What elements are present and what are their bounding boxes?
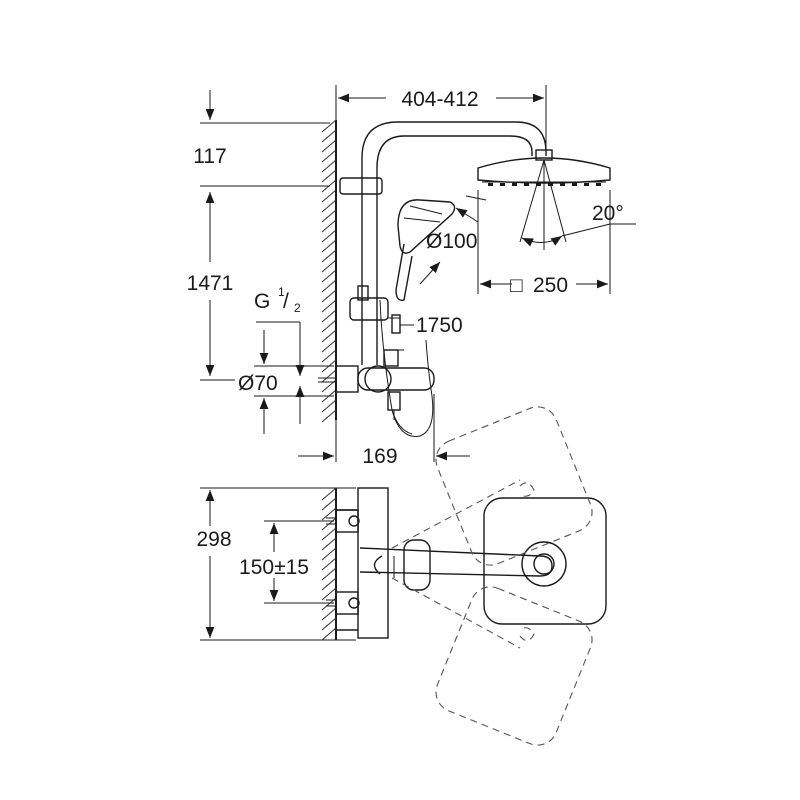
nozzle [488,183,493,186]
wall-hatch-line [321,369,337,383]
dim-top-width: 404-412 [335,85,547,150]
wall-hatch-line [321,269,337,283]
inlet-label: Ø70 [238,372,278,395]
wall-hatch-line [321,169,337,183]
dim-top-offset-label: 117 [193,145,226,168]
wall-hatch-line [321,149,337,163]
dim-hand-shower: Ø100 [419,195,487,285]
dim-inlet: Ø70 [238,330,334,434]
wall-hatch-line [321,607,337,621]
angle-label: 20° [592,202,624,225]
wall-hatch-line [321,279,337,293]
nozzle [584,183,589,186]
wall-hatch-line [321,259,337,273]
dim-top-offset: 117 [193,90,330,187]
wall-hatch-line [321,497,337,511]
thread-label: G [254,290,270,313]
wall-top [321,487,337,641]
dim-angle: 20° [521,202,636,247]
wall-hatch-line [321,229,337,243]
dim-head-size: □ 250 [477,190,611,297]
nozzle [596,183,601,186]
swing-positions [391,406,593,746]
hand-shower-label: Ø100 [426,230,477,253]
dim-height-label: 1471 [187,272,234,295]
nozzle [548,183,553,186]
dim-height: 1471 [187,192,235,381]
head-size-label: 250 [533,274,568,297]
depth-label: 298 [196,528,231,551]
wall-hatch-line [321,189,337,203]
svg-text:/: / [283,290,289,313]
head-shower [477,149,611,250]
wall-hatch-line [321,119,337,133]
wall-hatch-line [321,249,337,263]
nozzle [560,183,565,186]
dim-depth: 298 [196,487,356,641]
wall-front [321,119,337,423]
head-size-symbol: □ [510,274,523,297]
nozzle [524,183,529,186]
nozzle [512,183,517,186]
dim-center-distance: 150±15 [239,520,334,604]
wall-hatch-line [321,329,337,343]
wall-hatch-line [321,219,337,233]
wall-hatch-line [321,289,337,303]
wall-hatch-line [321,409,337,423]
wall-hatch-line [321,537,337,551]
wall-hatch-line [321,309,337,323]
wall-hatch-line [321,617,337,631]
head-shower-top [483,497,607,625]
wall-hatch-line [321,129,337,143]
hose-label: 1750 [416,314,463,337]
center-distance-label: 150±15 [239,556,309,579]
wall-hatch-line [321,139,337,153]
wall-hatch-line [321,557,337,571]
wall-hatch-line [321,567,337,581]
wall-hatch-line [321,349,337,363]
top-view: 298 150±15 [196,406,607,746]
nozzle [500,183,505,186]
wall-hatch-line [321,577,337,591]
dim-hose: 1750 [400,314,463,337]
wall-hatch-line [321,319,337,333]
wall-hatch-line [321,527,337,541]
thermostat-top [326,487,389,639]
thread-den: 2 [294,301,301,315]
wall-hatch-line [321,239,337,253]
wall-hatch-line [321,399,337,413]
thermostat-body [318,349,435,420]
wall-hatch-line [321,547,337,561]
dim-projection: 169 [298,394,470,468]
shower-arm-top [359,539,553,591]
front-view: 404-412 117 1471 G 1 / 2 [187,85,636,468]
wall-hatch-line [321,199,337,213]
wall-hatch-line [321,209,337,223]
wall-hatch-line [321,507,337,521]
wall-hatch-line [321,487,337,501]
dim-top-width-label: 404-412 [401,88,478,111]
projection-label: 169 [362,445,397,468]
wall-hatch-line [321,587,337,601]
shower-riser [339,121,547,365]
dim-thread: G 1 / 2 [254,285,305,424]
wall-hatch-line [321,159,337,173]
hand-shower [379,199,456,437]
wall-hatch-line [321,627,337,641]
nozzle [536,183,541,186]
wall-hatch-line [321,339,337,353]
nozzle [572,183,577,186]
wall-hatch-line [321,299,337,313]
thread-num: 1 [278,285,285,299]
